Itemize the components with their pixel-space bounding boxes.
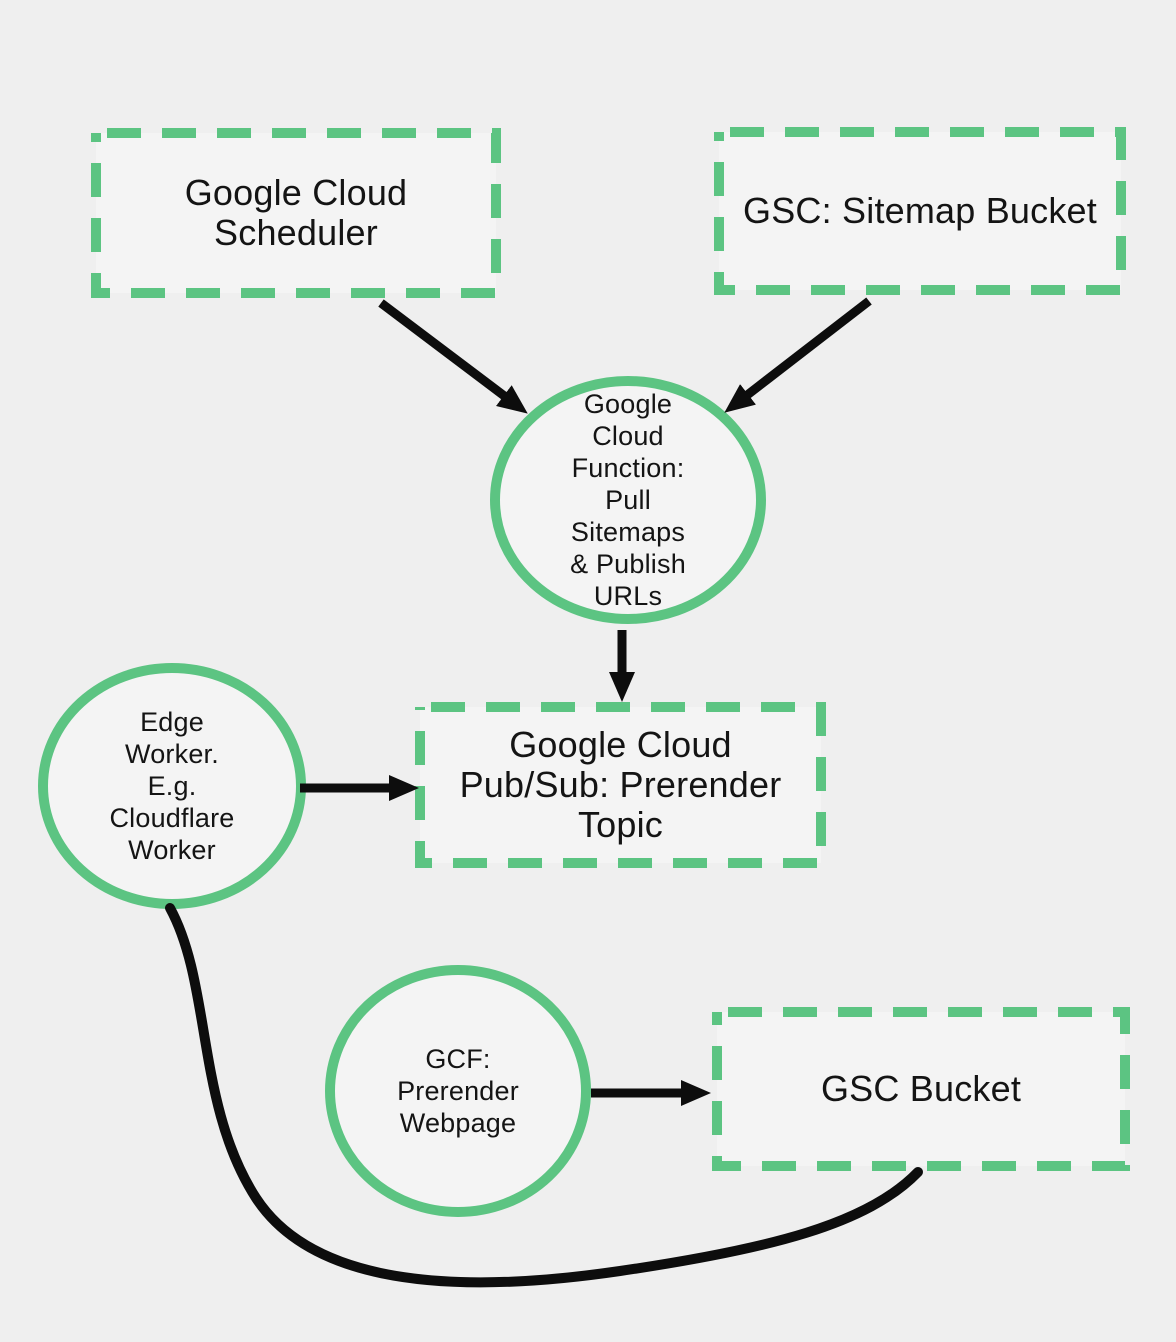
curve-edge-worker-to-gsc-bucket	[165, 903, 923, 1288]
edge-worker-circle	[38, 663, 306, 909]
scheduler-box	[91, 128, 501, 298]
pull-function-circle	[490, 376, 766, 624]
arrow-sitemap-bucket-to-function	[724, 297, 872, 413]
gcf-prerender-circle	[325, 965, 591, 1217]
sitemap-bucket-box	[714, 127, 1126, 295]
arrow-scheduler-to-function	[378, 299, 528, 414]
pubsub-topic-box	[415, 702, 826, 868]
gsc-bucket-box	[712, 1007, 1130, 1171]
